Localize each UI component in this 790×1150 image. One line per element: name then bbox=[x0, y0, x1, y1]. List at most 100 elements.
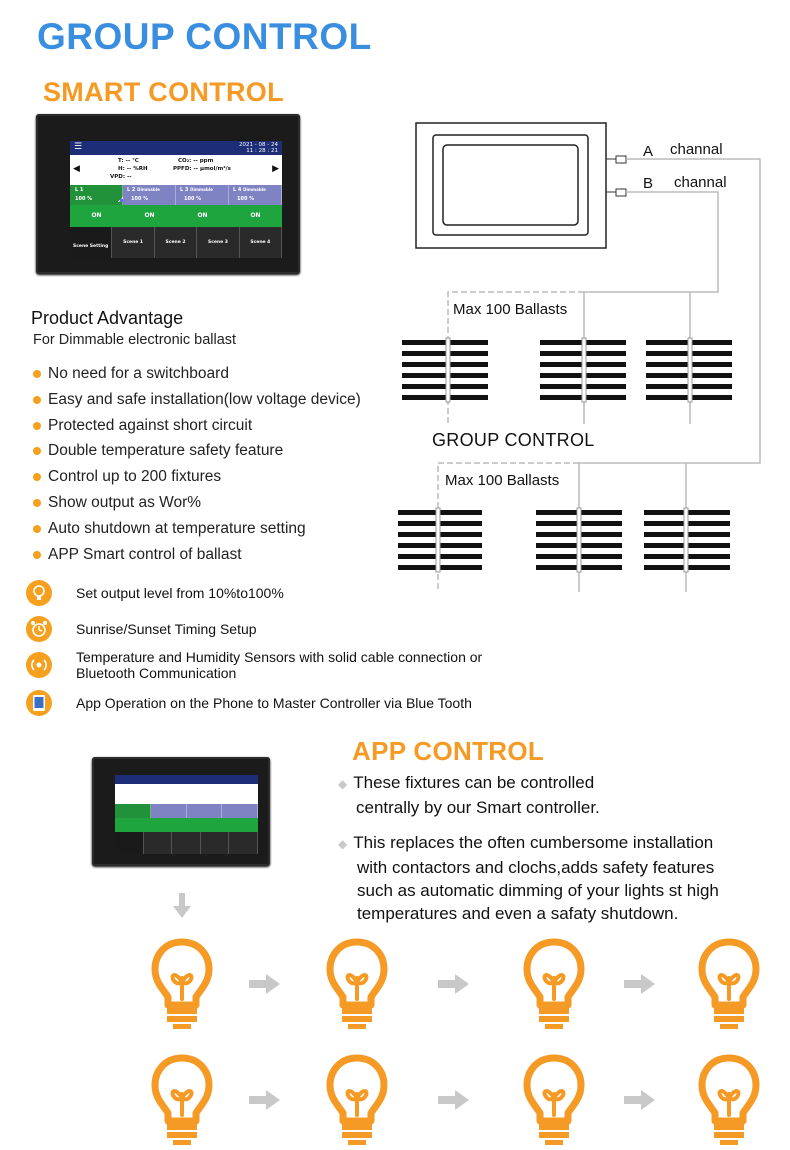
scene-setting-button[interactable]: Scene Setting bbox=[70, 227, 113, 258]
ballast-pole bbox=[581, 337, 587, 403]
scene-3-button[interactable]: Scene 3 bbox=[197, 227, 240, 258]
advantage-item: Protected against short circuit bbox=[33, 413, 403, 438]
scene-2-button[interactable]: Scene 2 bbox=[155, 227, 198, 258]
screen-light-row-small bbox=[115, 804, 258, 818]
sunrise-icon bbox=[26, 616, 52, 642]
ppfd-reading: PPFD: -- μmol/m²/s bbox=[173, 166, 231, 172]
ballast-bar bbox=[402, 362, 488, 367]
screen-readings-small bbox=[115, 784, 258, 804]
screen-date: 2021 - 08 - 24 bbox=[239, 142, 278, 148]
right-arrow-icon bbox=[438, 1090, 470, 1115]
advantage-item: APP Smart control of ballast bbox=[33, 542, 403, 568]
prev-arrow-icon[interactable]: ◀ bbox=[73, 164, 80, 174]
advantage-item: Show output as Wor% bbox=[33, 490, 403, 516]
light-cell-1[interactable]: L 1 100 % bbox=[70, 185, 142, 205]
feature-sensors-line1: Temperature and Humidity Sensors with so… bbox=[76, 649, 483, 665]
controller-device: ☰ 2021 - 08 - 24 11 : 28 : 21 ◀ T: -- ℃ … bbox=[36, 114, 300, 274]
light-level-3: 100 % bbox=[184, 196, 202, 202]
bullet-icon bbox=[33, 473, 41, 481]
on-toggle-1[interactable]: ON bbox=[91, 212, 102, 219]
right-arrow-icon bbox=[249, 974, 281, 999]
on-toggle-3[interactable]: ON bbox=[197, 212, 208, 219]
channel-b-wire bbox=[626, 191, 719, 424]
max-ballasts-label-1: Max 100 Ballasts bbox=[451, 301, 570, 318]
feature-sensors: Temperature and Humidity Sensors with so… bbox=[26, 649, 482, 681]
light-name: L 1 bbox=[75, 187, 84, 193]
vpd-reading: VPD: -- bbox=[110, 174, 132, 180]
ballast-group bbox=[398, 507, 482, 573]
advantage-list: No need for a switchboard Easy and safe … bbox=[33, 361, 403, 568]
right-arrow-icon bbox=[249, 1090, 281, 1115]
bulb-icon bbox=[26, 580, 52, 606]
on-toggle-2[interactable]: ON bbox=[144, 212, 155, 219]
scene-button-small bbox=[229, 832, 258, 854]
ballast-bar bbox=[402, 384, 488, 389]
ballast-group bbox=[646, 337, 732, 403]
scene-button-small bbox=[115, 832, 144, 854]
max-ballasts-label-2: Max 100 Ballasts bbox=[443, 472, 562, 489]
light-bulb-icon bbox=[697, 1052, 761, 1150]
diamond-icon: ◆ bbox=[338, 837, 348, 851]
screen-header: ☰ 2021 - 08 - 24 11 : 28 : 21 bbox=[70, 141, 282, 155]
light-cell-4[interactable]: L 4 Dimmable 100 % bbox=[229, 185, 282, 205]
smart-control-heading: SMART CONTROL bbox=[43, 77, 284, 107]
light-level-4: 100 % bbox=[237, 196, 255, 202]
advantage-item: Easy and safe installation(low voltage d… bbox=[33, 387, 403, 413]
feature-sunrise-timing: Sunrise/Sunset Timing Setup bbox=[26, 616, 257, 642]
app-control-heading: APP CONTROL bbox=[352, 736, 545, 766]
light-bulb-icon bbox=[325, 1052, 389, 1150]
ballast-pole bbox=[445, 337, 451, 403]
next-arrow-icon[interactable]: ▶ bbox=[272, 164, 279, 174]
on-row: ON ON ON ON bbox=[70, 205, 282, 227]
menu-icon[interactable]: ☰ bbox=[74, 142, 83, 152]
light-cell-small bbox=[186, 804, 223, 818]
controller-screen-small bbox=[115, 775, 258, 854]
light-level-2: 100 % bbox=[131, 196, 149, 202]
feature-app-operation: App Operation on the Phone to Master Con… bbox=[26, 690, 472, 716]
light-cell-small bbox=[115, 804, 151, 818]
light-level: 100 % bbox=[75, 196, 93, 202]
light-bulb-icon bbox=[522, 936, 586, 1035]
scene-row: Scene Setting Scene 1 Scene 2 Scene 3 Sc… bbox=[70, 227, 282, 258]
diagram-controller-screen bbox=[442, 144, 579, 226]
ballast-pole bbox=[683, 507, 689, 573]
advantage-item: Double temperature safety feature bbox=[33, 438, 403, 464]
scene-4-button[interactable]: Scene 4 bbox=[240, 227, 282, 258]
bullet-icon bbox=[33, 525, 41, 533]
ballast-bar bbox=[402, 373, 488, 378]
ballast-pole bbox=[576, 507, 582, 573]
ballast-pole bbox=[435, 507, 441, 573]
on-toggle-4[interactable]: ON bbox=[250, 212, 261, 219]
bullet-icon bbox=[33, 551, 41, 559]
channel-a-letter: A bbox=[643, 143, 654, 160]
scene-button-small bbox=[172, 832, 201, 854]
light-cell-3[interactable]: L 3 Dimmable 100 % bbox=[176, 185, 229, 205]
co2-reading: CO₂: -- ppm bbox=[178, 158, 214, 164]
page-title: GROUP CONTROL bbox=[37, 16, 372, 57]
light-cell-2[interactable]: L 2 Dimmable 100 % bbox=[123, 185, 176, 205]
light-name-2: L 2 Dimmable bbox=[127, 187, 160, 193]
bullet-icon bbox=[33, 499, 41, 507]
connector-a bbox=[615, 155, 627, 164]
diagram-controller bbox=[415, 122, 607, 249]
right-arrow-icon bbox=[438, 974, 470, 999]
scene-button-small bbox=[144, 832, 173, 854]
light-name-3: L 3 Dimmable bbox=[180, 187, 213, 193]
ballast-group bbox=[536, 507, 622, 573]
light-cell-small bbox=[222, 804, 258, 818]
scene-1-button[interactable]: Scene 1 bbox=[112, 227, 155, 258]
feature-output-level: Set output level from 10%to100% bbox=[26, 580, 284, 606]
channel-a-label: channal bbox=[670, 141, 723, 158]
connector-b bbox=[615, 188, 627, 197]
light-bulb-icon bbox=[150, 1052, 214, 1150]
advantage-item: No need for a switchboard bbox=[33, 361, 403, 387]
ballast-pole bbox=[687, 337, 693, 403]
ballast-bar bbox=[402, 340, 488, 345]
down-arrow-icon bbox=[173, 893, 191, 918]
ballast-group bbox=[644, 507, 730, 573]
ballast-group bbox=[540, 337, 626, 403]
ballast-bar bbox=[402, 395, 488, 400]
light-cell-small bbox=[150, 804, 187, 818]
advantage-item: Auto shutdown at temperature setting bbox=[33, 516, 403, 542]
light-name-4: L 4 Dimmable bbox=[233, 187, 266, 193]
